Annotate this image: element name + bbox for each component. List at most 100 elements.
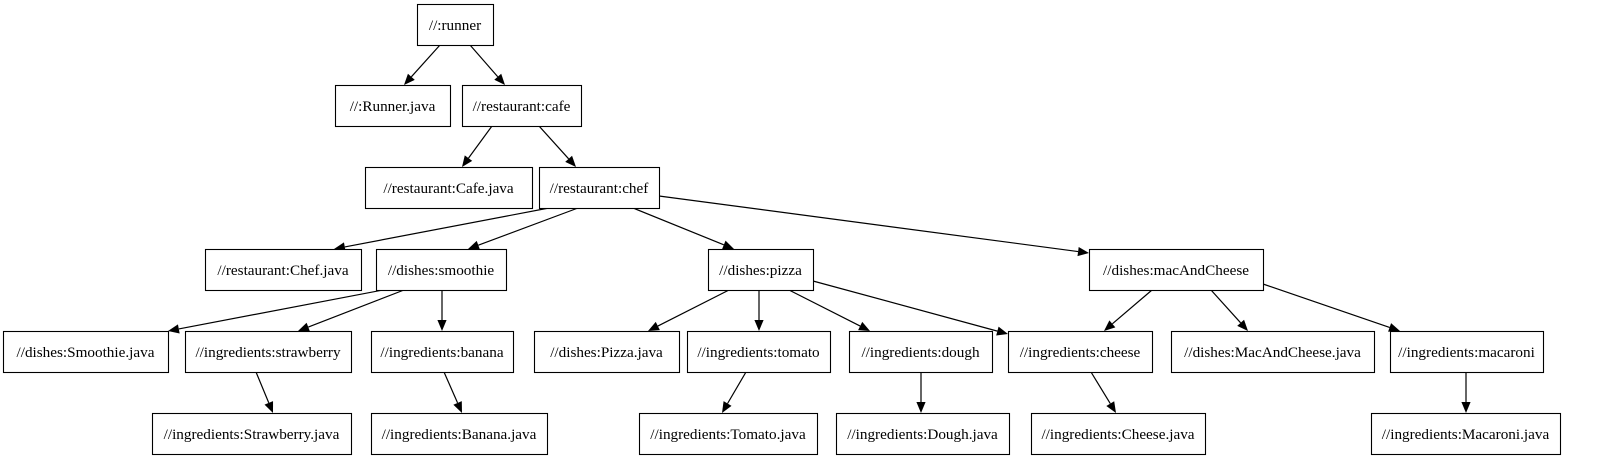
node-box[interactable] [151,412,353,456]
node-box[interactable] [1389,330,1545,374]
node-box[interactable] [370,412,549,456]
edge-line [658,195,1079,253]
graph-node-ing_banana[interactable]: //ingredients:banana [370,330,515,374]
graph-edge [722,371,747,413]
edge-line [344,207,550,248]
graph-node-smoothie_java[interactable]: //dishes:Smoothie.java [2,330,170,374]
node-label: //restaurant:cafe [473,98,571,115]
graph-node-macaroni_java[interactable]: //ingredients:Macaroni.java [1370,412,1562,456]
graph-edge [462,125,493,167]
edge-arrowhead-icon [437,320,447,331]
node-label: //ingredients:strawberry [195,344,340,361]
edge-arrowhead-icon [453,401,462,413]
graph-node-ing_macaroni[interactable]: //ingredients:macaroni [1389,330,1545,374]
edge-arrowhead-icon [1388,323,1400,332]
graph-node-runner[interactable]: //:runner [416,3,495,47]
node-box[interactable] [416,3,495,47]
graph-edge [1262,283,1400,332]
edge-arrowhead-icon [494,73,505,85]
node-label: //ingredients:Banana.java [382,426,537,443]
node-label: //ingredients:dough [861,344,980,361]
graph-edge [648,289,730,331]
graph-node-chef_java[interactable]: //restaurant:Chef.java [204,248,363,292]
graph-node-dough_java[interactable]: //ingredients:Dough.java [835,412,1011,456]
graph-node-restaurant_chef[interactable]: //restaurant:chef [538,166,661,210]
edge-arrowhead-icon [168,324,180,334]
node-label: //restaurant:Cafe.java [383,180,514,197]
node-box[interactable] [1170,330,1376,374]
node-box[interactable] [538,166,661,210]
node-box[interactable] [707,248,815,292]
graph-node-tomato_java[interactable]: //ingredients:Tomato.java [638,412,819,456]
graph-node-dishes_pizza[interactable]: //dishes:pizza [707,248,815,292]
node-box[interactable] [334,84,452,128]
graph-node-ing_dough[interactable]: //ingredients:dough [848,330,994,374]
graph-node-pizza_java[interactable]: //dishes:Pizza.java [533,330,681,374]
edge-arrowhead-icon [1106,401,1116,413]
graph-edge [334,207,550,252]
graph-node-ing_tomato[interactable]: //ingredients:tomato [686,330,832,374]
node-box[interactable] [638,412,819,456]
graph-node-dishes_smoothie[interactable]: //dishes:smoothie [375,248,508,292]
node-box[interactable] [686,330,832,374]
graph-node-strawberry_java[interactable]: //ingredients:Strawberry.java [151,412,353,456]
graph-node-cheese_java[interactable]: //ingredients:Cheese.java [1030,412,1207,456]
edge-line [727,371,747,404]
node-box[interactable] [848,330,994,374]
graph-edge [754,290,764,331]
graph-node-ing_cheese[interactable]: //ingredients:cheese [1007,330,1154,374]
node-box[interactable] [461,84,583,128]
node-box[interactable] [835,412,1011,456]
node-box[interactable] [204,248,363,292]
edge-line [538,125,570,160]
node-box[interactable] [533,330,681,374]
node-box[interactable] [364,166,534,210]
graph-edge [1461,372,1471,413]
node-label: //ingredients:Cheese.java [1041,426,1194,443]
graph-node-banana_java[interactable]: //ingredients:Banana.java [370,412,549,456]
edge-line [1262,283,1390,328]
graph-edge [538,125,576,167]
graph-edges-layer [168,44,1471,413]
node-box[interactable] [375,248,508,292]
node-box[interactable] [370,330,515,374]
node-box[interactable] [1007,330,1154,374]
edge-line [178,289,384,330]
node-label: //ingredients:Dough.java [847,426,998,443]
edge-line [1111,289,1153,325]
graph-edge [1104,289,1153,331]
graph-edge [468,207,579,250]
node-label: //dishes:MacAndCheese.java [1184,344,1361,361]
graph-node-mac_java[interactable]: //dishes:MacAndCheese.java [1170,330,1376,374]
graph-edge [404,44,441,85]
graph-node-dishes_mac[interactable]: //dishes:macAndCheese [1088,248,1265,292]
node-box[interactable] [2,330,170,374]
edge-arrowhead-icon [565,155,576,167]
graph-node-cafe_java[interactable]: //restaurant:Cafe.java [364,166,534,210]
edge-arrowhead-icon [722,401,732,413]
graph-edge [812,280,1008,336]
edge-arrowhead-icon [1104,320,1116,331]
edge-line [1090,371,1111,404]
edge-arrowhead-icon [1077,246,1089,257]
graph-node-runner_java[interactable]: //:Runner.java [334,84,452,128]
edge-line [632,207,725,246]
edge-arrowhead-icon [754,320,764,331]
graph-edge [658,195,1089,257]
graph-edge [1210,289,1248,331]
graph-edge [443,371,462,413]
node-box[interactable] [1030,412,1207,456]
node-box[interactable] [1370,412,1562,456]
graph-node-ing_strawberry[interactable]: //ingredients:strawberry [184,330,353,374]
edge-arrowhead-icon [996,326,1008,336]
edge-line [469,44,499,78]
edge-arrowhead-icon [468,240,480,250]
node-label: //ingredients:tomato [697,344,820,361]
edge-line [812,280,998,332]
graph-edge [1090,371,1116,413]
graph-edge [168,289,384,334]
node-box[interactable] [184,330,353,374]
node-box[interactable] [1088,248,1265,292]
graph-node-restaurant_cafe[interactable]: //restaurant:cafe [461,84,583,128]
